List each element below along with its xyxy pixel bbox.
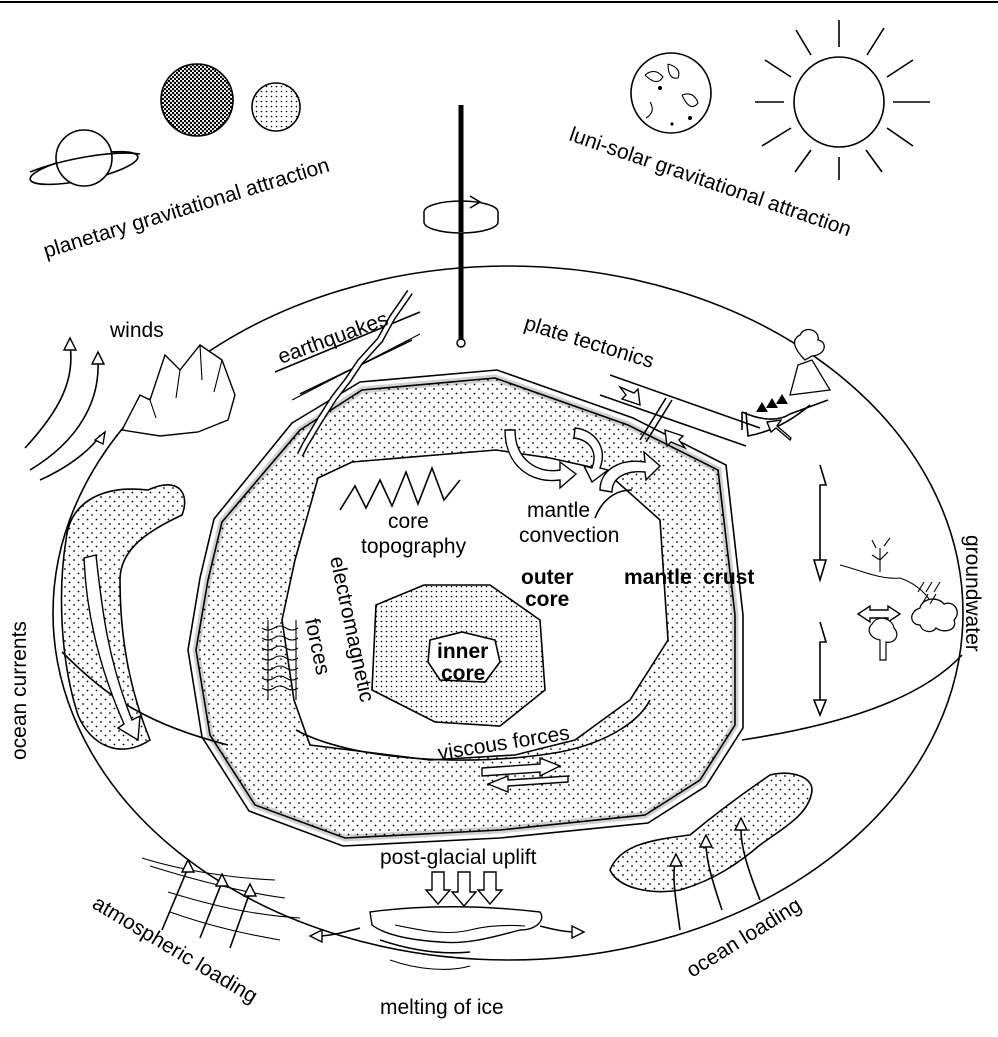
axis-pole — [456, 338, 466, 348]
label-crust: crust — [703, 566, 754, 589]
plate-tectonics-icon — [599, 328, 832, 450]
atmospheric-loading-icon — [141, 857, 301, 949]
post-glacial-arrows-icon — [424, 871, 504, 908]
crust-outline — [187, 369, 744, 847]
earth-outline — [52, 265, 964, 961]
melting-ice-icon — [308, 906, 586, 970]
saturn-icon — [29, 129, 141, 187]
label-core-topography-line2: topography — [361, 535, 467, 558]
label-ocean-loading: ocean loading — [682, 893, 805, 982]
label-plate-tectonics: plate tectonics — [522, 312, 657, 373]
viscous-forces-arrows-icon — [481, 756, 569, 794]
rotation-arrow-icon — [423, 195, 499, 234]
winds-arrows-icon — [24, 336, 106, 481]
outer-core-equator — [295, 699, 651, 761]
moon-icon — [630, 52, 712, 134]
ocean-loading-region — [609, 772, 813, 893]
mantle-convection-arrows-icon — [504, 427, 662, 519]
label-post-glacial-uplift: post-glacial uplift — [380, 846, 537, 869]
label-mantle-convection-line1: mantle — [527, 499, 590, 522]
groundwater-icon — [812, 464, 958, 718]
label-inner-core-line2: core — [441, 662, 485, 685]
label-outer-core-line1: outer — [521, 566, 574, 589]
ocean-current-arrow-icon — [83, 554, 141, 742]
inner-core — [427, 631, 501, 683]
label-luni-solar-gravitational-attraction: luni-solar gravitational attraction — [566, 123, 854, 241]
label-groundwater: groundwater — [961, 535, 984, 652]
earthquake-fault-icon — [274, 290, 421, 457]
label-winds: winds — [109, 319, 164, 342]
label-outer-core-line2: core — [525, 588, 569, 611]
ocean-loading-arrows-icon — [668, 816, 761, 931]
label-mantle-convection-line2: convection — [519, 524, 619, 547]
label-core-topography-line1: core — [388, 510, 429, 533]
label-inner-core-line1: inner — [437, 640, 488, 663]
electromagnetic-coil-icon — [261, 620, 299, 700]
label-ocean-currents: ocean currents — [8, 621, 31, 760]
label-melting-of-ice: melting of ice — [380, 996, 504, 1019]
crust-layer — [192, 374, 739, 842]
ocean-current-region — [60, 484, 186, 750]
equator-right — [741, 654, 963, 741]
planet-light-icon — [251, 82, 301, 132]
label-earthquakes: earthquakes — [275, 308, 391, 369]
planet-dark-icon — [160, 63, 234, 137]
sun-icon — [755, 20, 930, 180]
label-mantle: mantle — [624, 566, 692, 589]
core-topography-zigzag — [339, 465, 461, 511]
mountains-icon — [120, 344, 236, 437]
